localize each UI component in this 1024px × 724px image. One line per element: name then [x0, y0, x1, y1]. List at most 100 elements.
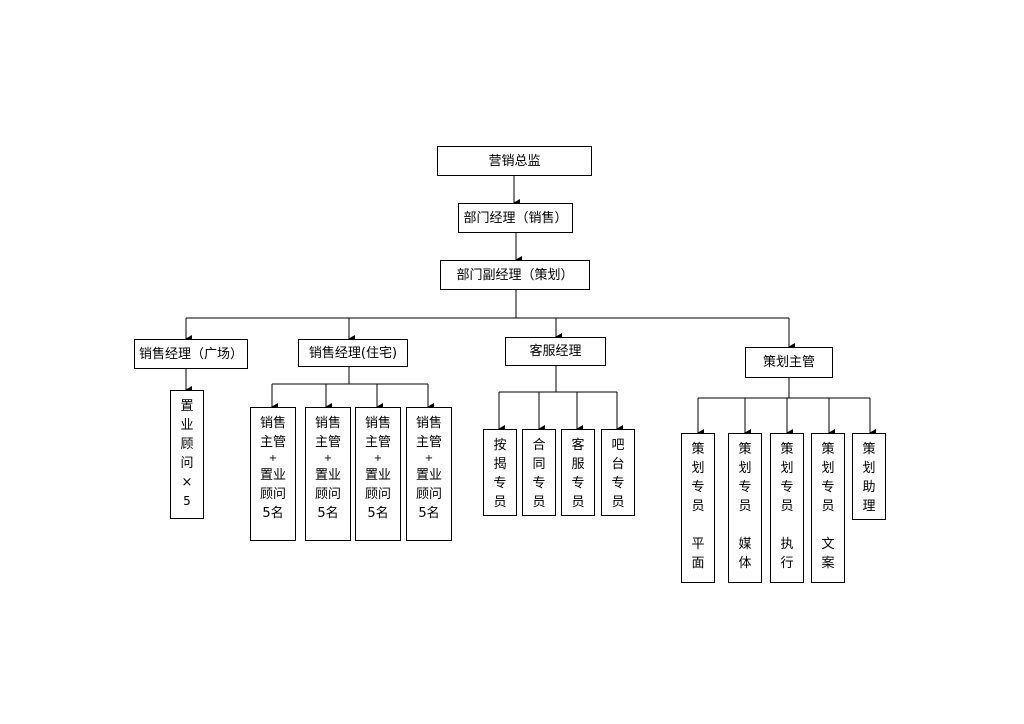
- planning-staff-char: 划: [780, 461, 794, 476]
- planning-manager-box: 策划主管: [745, 347, 833, 378]
- team-line-supervisor: 主管: [415, 435, 442, 450]
- service-staff-box: 按 揭 专 员: [483, 429, 517, 516]
- planning-staff-char: 专: [821, 480, 835, 495]
- director-box: 营销总监: [437, 146, 592, 176]
- team-line-count: 5名: [262, 506, 284, 521]
- team-line-count: 5名: [317, 506, 339, 521]
- dept-manager-box: 部门经理（销售）: [458, 203, 573, 233]
- planning-staff-subchar: 案: [821, 556, 835, 571]
- service-staff-char: 专: [611, 476, 625, 491]
- team-line-consultant: 置业: [415, 468, 442, 483]
- team-line-count: 5名: [367, 506, 389, 521]
- team-line-consultant: 置业: [314, 468, 341, 483]
- planning-staff-char: 员: [691, 499, 705, 514]
- plaza-consultant-char: 置: [180, 399, 194, 414]
- planning-staff-char: 策: [780, 442, 794, 457]
- service-staff-char: 专: [532, 476, 546, 491]
- team-line-supervisor: 主管: [364, 435, 391, 450]
- planning-staff-char: 划: [738, 461, 752, 476]
- team-line-consultant: 顾问: [314, 487, 341, 502]
- deputy-manager-label: 部门副经理（策划）: [456, 267, 574, 283]
- residential-manager-label: 销售经理(住宅): [308, 345, 398, 361]
- plaza-consultant-char: ×: [181, 475, 193, 490]
- team-line-consultant: 顾问: [259, 487, 286, 502]
- planning-staff-subchar: 面: [691, 556, 705, 571]
- residential-team-box: 销售 主管 + 置业 顾问 5名: [305, 407, 351, 541]
- service-staff-char: 专: [493, 476, 507, 491]
- planning-staff-char: 策: [738, 442, 752, 457]
- planning-staff-subchar: 体: [738, 556, 752, 571]
- service-staff-box: 客 服 专 员: [561, 429, 595, 516]
- service-staff-char: 员: [493, 495, 507, 510]
- planning-staff-subchar: 平: [691, 537, 705, 552]
- plaza-consultant-char: 5: [183, 494, 191, 508]
- service-staff-char: 合: [532, 438, 546, 453]
- team-line-consultant: 置业: [259, 468, 286, 483]
- plaza-manager-box: 销售经理（广场）: [134, 339, 248, 369]
- service-staff-char: 台: [611, 457, 625, 472]
- planning-staff-box: 策 划 专 员 文 案: [811, 433, 845, 583]
- team-line-plus: +: [424, 453, 434, 464]
- planning-staff-char: 策: [821, 442, 835, 457]
- planning-staff-subchar: 执: [780, 537, 794, 552]
- team-line-supervisor: 销售: [415, 416, 442, 431]
- planning-staff-char: 员: [821, 499, 835, 514]
- team-line-supervisor: 销售: [259, 416, 286, 431]
- residential-team-box: 销售 主管 + 置业 顾问 5名: [250, 407, 296, 541]
- service-staff-char: 专: [571, 476, 585, 491]
- service-manager-label: 客服经理: [529, 344, 582, 359]
- service-staff-box: 合 同 专 员: [522, 429, 556, 516]
- plaza-consultant-char: 顾: [180, 437, 194, 452]
- planning-staff-char: 理: [862, 499, 876, 514]
- planning-staff-char: 员: [780, 499, 794, 514]
- planning-staff-subchar: 文: [821, 537, 835, 552]
- team-line-consultant: 置业: [364, 468, 391, 483]
- service-staff-char: 吧: [611, 438, 625, 453]
- service-staff-char: 服: [571, 457, 585, 472]
- planning-staff-char: 划: [691, 461, 705, 476]
- service-staff-char: 同: [532, 457, 546, 472]
- planning-staff-box: 策 划 专 员 媒 体: [728, 433, 762, 583]
- team-line-supervisor: 销售: [314, 416, 341, 431]
- planning-staff-char: 划: [862, 461, 876, 476]
- planning-assistant-box: 策 划 助 理: [852, 433, 886, 520]
- planning-staff-char: 划: [821, 461, 835, 476]
- plaza-manager-label: 销售经理（广场）: [138, 346, 243, 362]
- team-line-plus: +: [373, 453, 383, 464]
- service-staff-char: 员: [532, 495, 546, 510]
- team-line-plus: +: [323, 453, 333, 464]
- service-staff-char: 员: [611, 495, 625, 510]
- service-staff-box: 吧 台 专 员: [601, 429, 635, 516]
- service-staff-char: 揭: [493, 457, 507, 472]
- planning-staff-char: 专: [691, 480, 705, 495]
- planning-staff-box: 策 划 专 员 平 面: [681, 433, 715, 583]
- plaza-consultant-char: 业: [180, 418, 194, 433]
- planning-staff-char: 策: [691, 442, 705, 457]
- service-staff-char: 员: [571, 495, 585, 510]
- residential-manager-box: 销售经理(住宅): [298, 339, 408, 367]
- planning-staff-char: 策: [862, 442, 876, 457]
- director-label: 营销总监: [488, 153, 541, 169]
- planning-staff-subchar: 媒: [738, 537, 752, 552]
- dept-manager-label: 部门经理（销售）: [463, 210, 568, 226]
- service-staff-char: 客: [571, 438, 585, 453]
- plaza-consultant-char: 问: [180, 456, 194, 471]
- planning-staff-char: 专: [780, 480, 794, 495]
- planning-staff-char: 员: [738, 499, 752, 514]
- team-line-consultant: 顾问: [364, 487, 391, 502]
- service-staff-char: 按: [493, 438, 507, 453]
- team-line-supervisor: 销售: [364, 416, 391, 431]
- team-line-plus: +: [268, 453, 278, 464]
- planning-staff-char: 助: [862, 480, 876, 495]
- deputy-manager-box: 部门副经理（策划）: [440, 260, 590, 290]
- team-line-supervisor: 主管: [259, 435, 286, 450]
- planning-staff-subchar: 行: [780, 556, 794, 571]
- planning-staff-box: 策 划 专 员 执 行: [770, 433, 804, 583]
- planning-manager-label: 策划主管: [762, 355, 815, 370]
- service-manager-box: 客服经理: [505, 337, 606, 366]
- residential-team-box: 销售 主管 + 置业 顾问 5名: [355, 407, 401, 541]
- plaza-consultant-box: 置 业 顾 问 × 5: [170, 390, 204, 519]
- team-line-consultant: 顾问: [415, 487, 442, 502]
- residential-team-box: 销售 主管 + 置业 顾问 5名: [406, 407, 452, 541]
